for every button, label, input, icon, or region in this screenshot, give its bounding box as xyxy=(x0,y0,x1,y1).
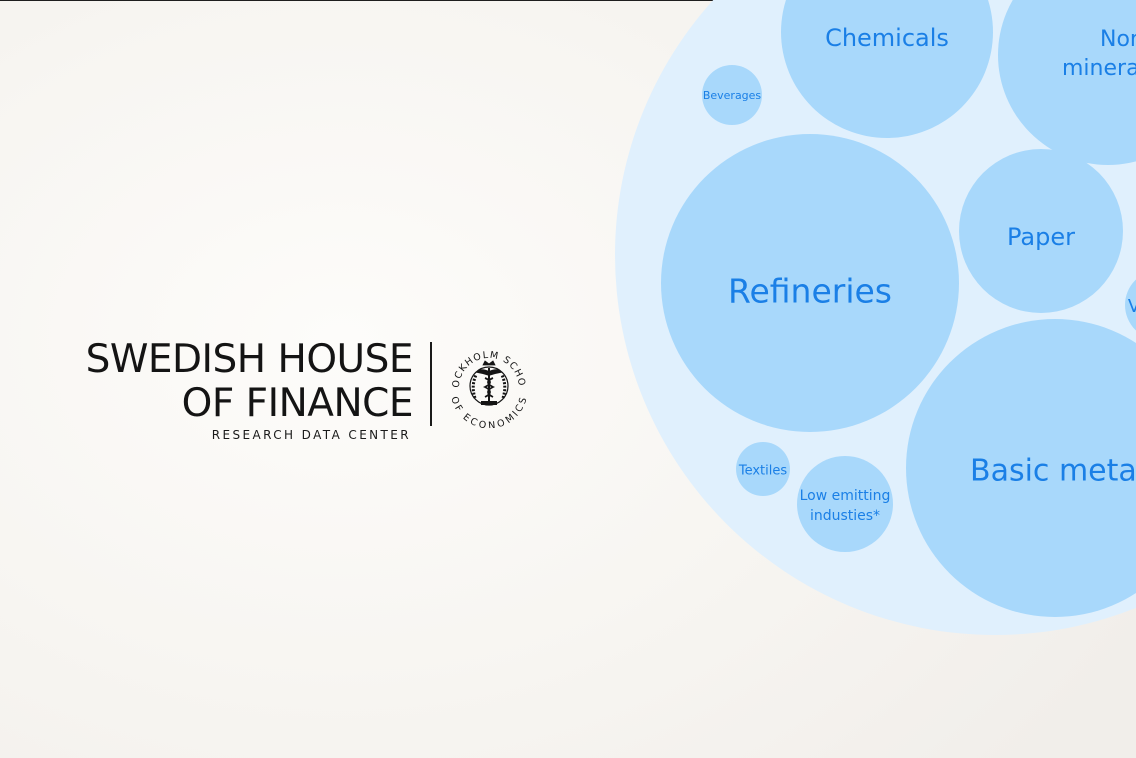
bubble-non-metallic-minerals: Non-meta minera xyxy=(998,0,1136,165)
bubble-beverages-label: Beverages xyxy=(703,89,762,102)
bubble-textiles-label: Textiles xyxy=(738,464,788,479)
bubble-basic-metals-circle xyxy=(906,319,1136,617)
bubble-basic-metals-label: Basic metals xyxy=(970,454,1136,489)
bubble-partial-right-circle xyxy=(1125,279,1136,331)
bubble-paper-label: Paper xyxy=(1007,223,1075,251)
bubble-chemicals: Chemicals xyxy=(781,0,993,138)
bubble-partial-right-label: V xyxy=(1128,296,1136,317)
bubble-beverages-circle xyxy=(702,65,762,125)
logo-subtitle: RESEARCH DATA CENTER xyxy=(211,428,411,442)
bubble-non-metallic-label-line1: Non-meta xyxy=(1100,27,1136,52)
bubble-low-emitting-label-line1: Low emitting xyxy=(800,488,891,504)
logo-line-2: OF FINANCE xyxy=(181,381,414,426)
bubble-paper-circle xyxy=(959,149,1123,313)
bubble-non-metallic-circle xyxy=(998,0,1136,165)
bubble-textiles-circle xyxy=(736,442,790,496)
logo-divider xyxy=(430,342,432,426)
logo-wordmark: SWEDISH HOUSE OF FINANCE RESEARCH DATA C… xyxy=(77,337,414,443)
bubble-refineries-circle xyxy=(661,134,959,432)
stockholm-school-of-economics-seal: STOCKHOLM SCHOOL OF ECONOMICS xyxy=(440,332,533,432)
bubble-chemicals-circle xyxy=(781,0,993,138)
bubble-chemicals-label: Chemicals xyxy=(825,24,949,52)
bubble-paper: Paper xyxy=(959,149,1123,313)
bubble-low-emitting-industries: Low emitting industies* xyxy=(797,456,893,552)
bubble-beverages: Beverages xyxy=(702,65,762,125)
bubble-refineries-label: Refineries xyxy=(728,272,892,311)
bubble-textiles: Textiles xyxy=(736,442,790,496)
bubble-non-metallic-label-line2: minera xyxy=(1062,56,1136,81)
bubble-refineries: Refineries xyxy=(661,134,959,432)
bubble-low-emitting-label-line2: industies* xyxy=(810,508,880,524)
bubble-low-emitting-circle xyxy=(797,456,893,552)
bubble-basic-metals: Basic metals xyxy=(906,319,1136,617)
logo-line-1: SWEDISH HOUSE xyxy=(85,337,414,382)
bubble-partial-right: V xyxy=(1125,279,1136,331)
swedish-house-of-finance-logo: SWEDISH HOUSE OF FINANCE RESEARCH DATA C… xyxy=(77,332,547,448)
caduceus-emblem-icon xyxy=(469,360,509,406)
seal-svg: STOCKHOLM SCHOOL OF ECONOMICS xyxy=(440,332,528,432)
top-border xyxy=(0,0,1136,1)
